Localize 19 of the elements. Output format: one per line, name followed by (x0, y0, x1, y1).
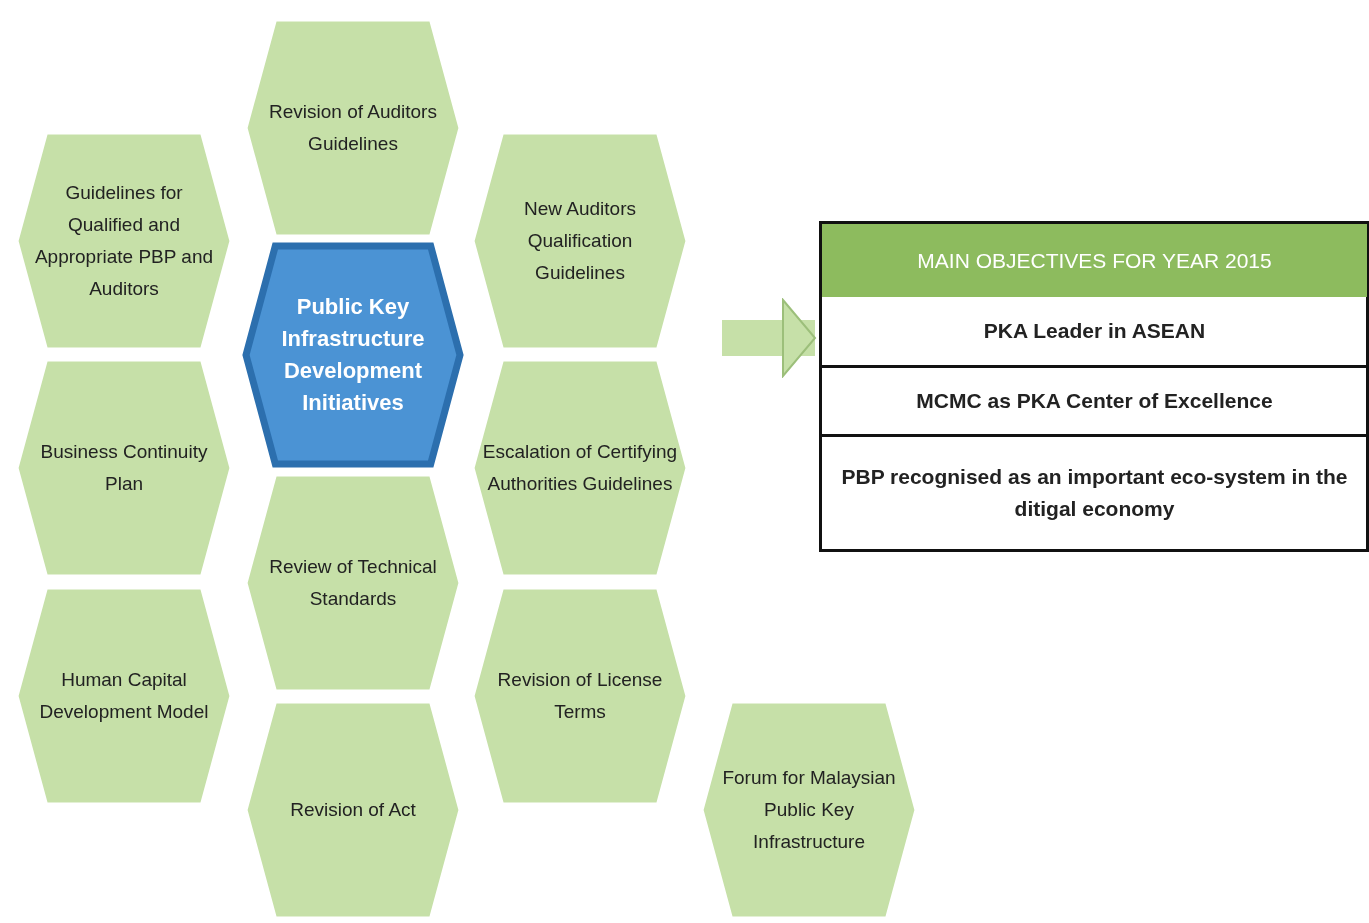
block-arrow (722, 299, 816, 377)
table-header (822, 224, 1367, 297)
tile-label: Forum for Malaysian Public Key Infrastructure (721, 766, 897, 854)
tile-label: New Auditors Qualification Guidelines (523, 197, 637, 285)
tile-label: Human Capital Development Model (38, 668, 210, 724)
tile-label: Revision of Act (290, 798, 416, 822)
tile-label: Escalation of Certifying Authorities Guidelines (482, 440, 678, 496)
tile-label: Revision of License Terms (496, 668, 664, 724)
objective-text: MCMC as PKA Center of Excellence (915, 388, 1274, 414)
center-hexagon (242, 242, 464, 468)
tile-label: Revision of Auditors Guidelines (268, 100, 438, 156)
objective-text: PBP recognised as an important eco-system in the ditigal economy (840, 464, 1349, 522)
objective-text: PKA Leader in ASEAN (982, 318, 1207, 344)
tile-label: Review of Technical Standards (268, 555, 438, 611)
tile-label: Business Continuity Plan (39, 440, 209, 496)
table-heading: MAIN OBJECTIVES FOR YEAR 2015 (917, 247, 1272, 274)
objectives-table (819, 221, 1369, 552)
tile-label: Guidelines for Qualified and Appropriate PBP and Auditors (33, 181, 215, 301)
tile-label: Public Key Infrastructure Development Initiatives (280, 293, 426, 417)
